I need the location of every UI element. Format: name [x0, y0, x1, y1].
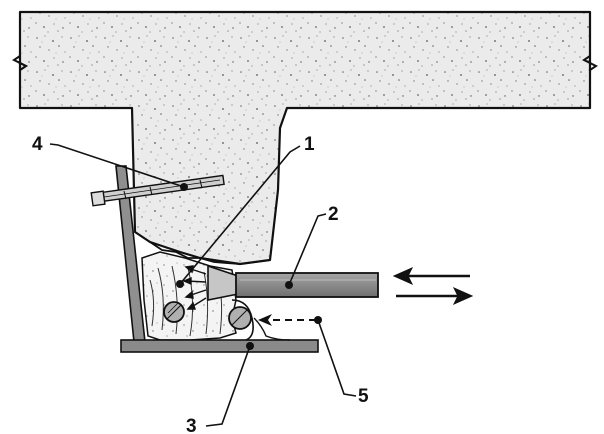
damaged-concrete-edge — [149, 241, 271, 265]
callout-4: 4 — [32, 134, 188, 191]
callout-label-4: 4 — [32, 134, 43, 155]
callout-label-1: 1 — [304, 134, 315, 155]
rebar-right — [228, 306, 252, 330]
spray-nozzle — [207, 264, 379, 301]
spray-arrows — [182, 265, 207, 310]
right-break-mark — [582, 12, 598, 108]
callout-1: 1 — [176, 134, 315, 288]
callout-label-2: 2 — [328, 204, 339, 225]
base-plate — [120, 339, 319, 353]
pocket-right-edge — [231, 299, 254, 341]
callout-2: 2 — [285, 204, 339, 289]
tie-bolt — [90, 174, 225, 207]
reciprocating-motion-arrows — [392, 266, 474, 306]
callout-label-5: 5 — [358, 386, 369, 407]
callout-label-3: 3 — [186, 416, 197, 434]
callout-3: 3 — [186, 342, 254, 434]
insertion-arrow — [258, 314, 316, 326]
callout-5: 5 — [314, 316, 369, 407]
